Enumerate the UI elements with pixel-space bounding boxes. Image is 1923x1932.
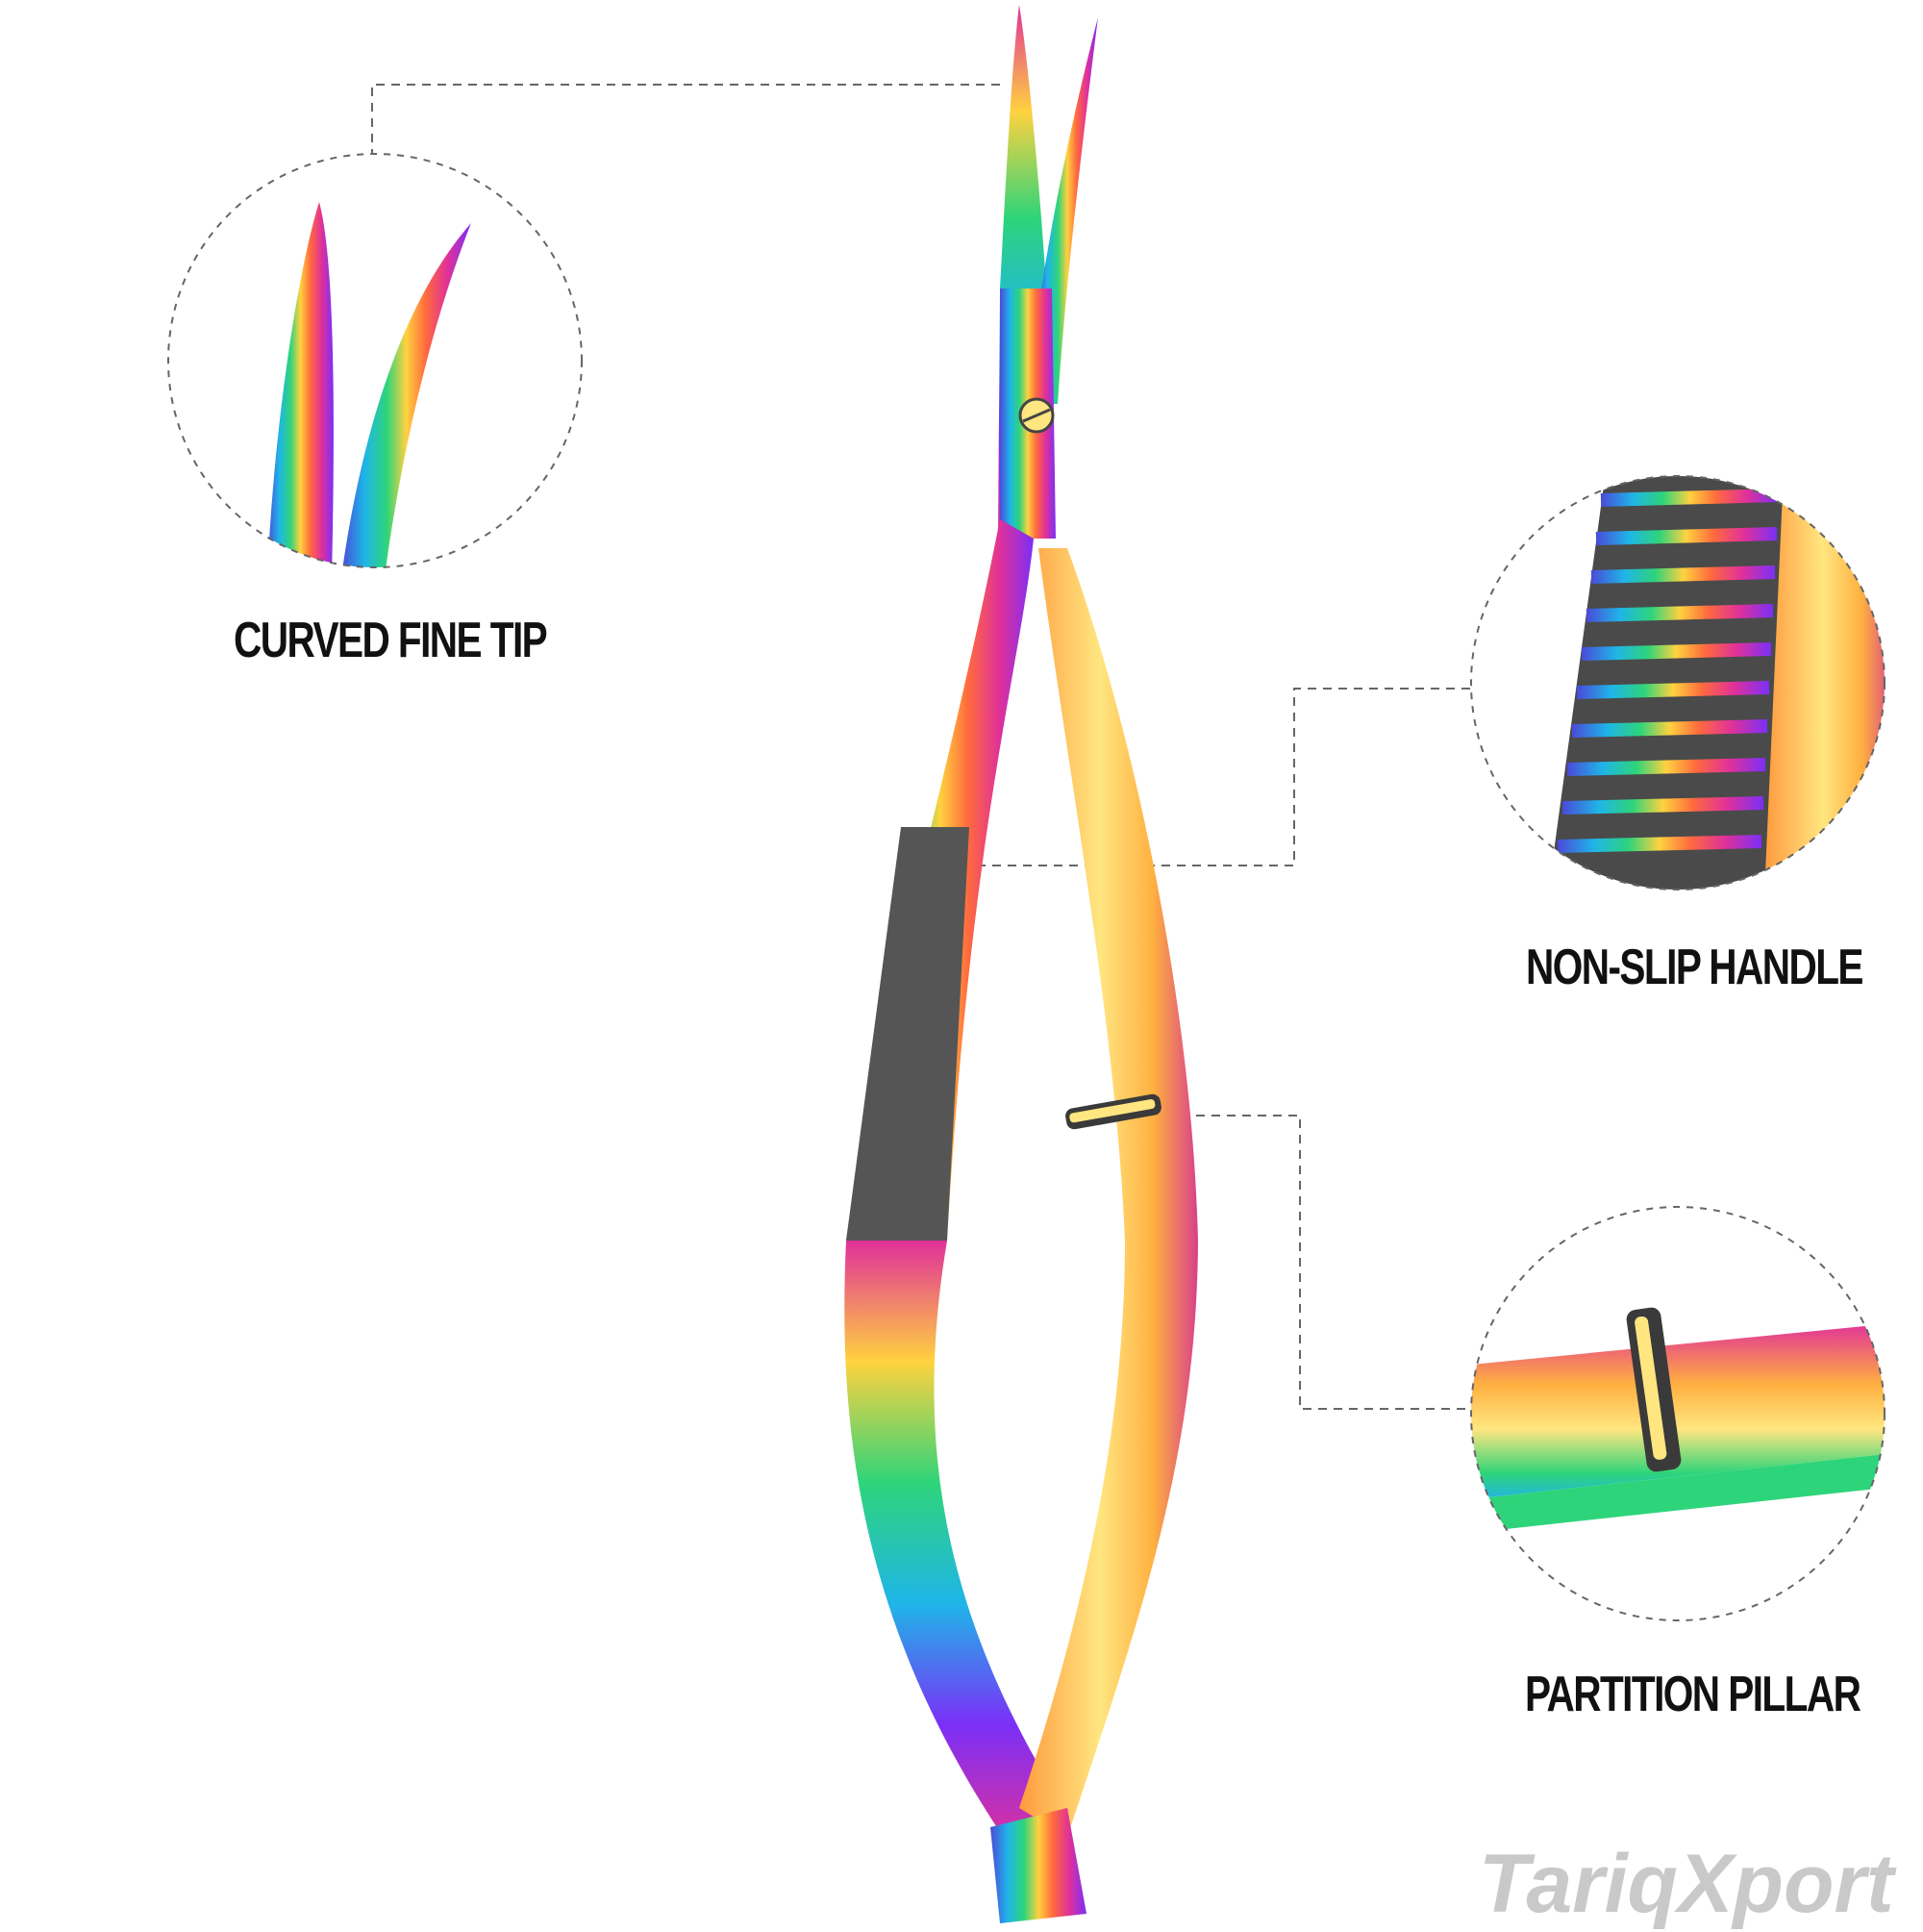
callout-circle-tip [167, 153, 583, 568]
callout-circle-handle [1470, 475, 1886, 891]
knurled-grip [846, 827, 969, 1241]
callout-circle-pillar [1470, 1206, 1886, 1621]
left-spring [844, 1241, 1067, 1846]
callout-label-pillar: PARTITION PILLAR [1525, 1667, 1861, 1722]
watermark-text: TariqXport [1479, 1838, 1894, 1930]
callout-tip-zoom [167, 153, 583, 568]
callout-pillar-zoom [1470, 1206, 1886, 1621]
leader-line-tip [371, 84, 1000, 154]
right-arm [1019, 548, 1198, 1837]
callout-handle-zoom [1470, 475, 1886, 891]
scissors-foot [990, 1808, 1086, 1923]
leader-line-pillar [1181, 1115, 1471, 1410]
leader-line-handle [962, 688, 1471, 866]
callout-label-handle: NON-SLIP HANDLE [1526, 940, 1863, 995]
scissors-main [844, 5, 1198, 1923]
callout-label-tip: CURVED FINE TIP [234, 613, 548, 668]
leader-lines [371, 84, 1471, 1410]
